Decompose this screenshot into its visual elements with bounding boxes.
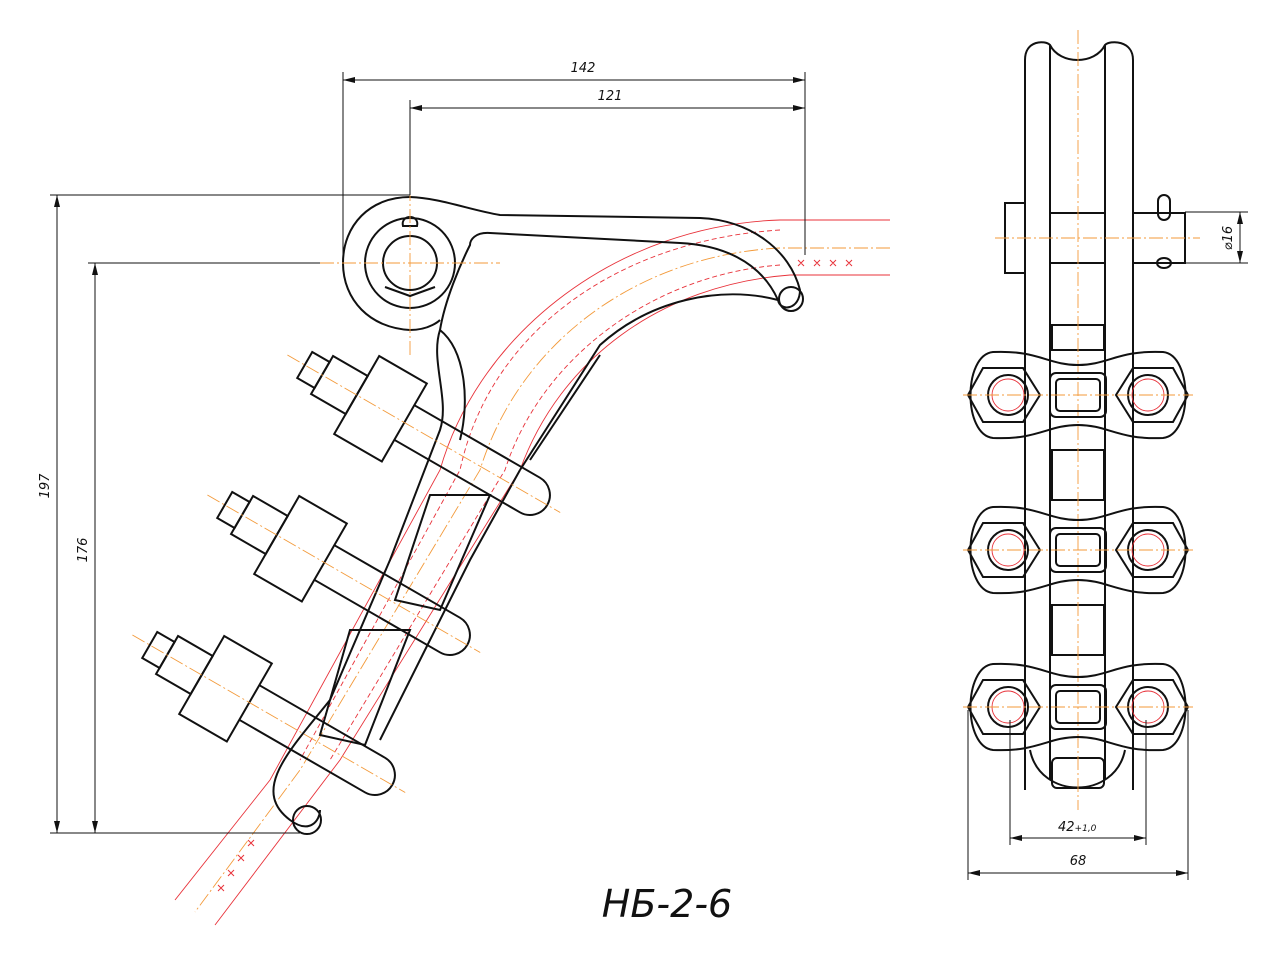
lower-hook — [292, 805, 322, 835]
clamp-1 — [287, 350, 561, 516]
front-clamp-3 — [963, 662, 1193, 752]
dim-42: 42+1,0 — [1058, 820, 1097, 835]
body-arm — [409, 196, 802, 441]
dim-68: 68 — [1070, 854, 1087, 869]
clamp-3 — [132, 630, 406, 796]
dim-d16: ⌀16 — [1221, 226, 1236, 250]
side-view — [132, 165, 890, 926]
front-dimensions: 42+1,0 68 ⌀16 — [967, 211, 1248, 880]
cable-cross-marks — [217, 259, 853, 892]
dim-142: 142 — [571, 61, 596, 76]
drawing-title: НБ-2-6 — [602, 882, 732, 926]
clamp-2 — [207, 490, 481, 656]
side-dimensions: 142 121 197 176 — [38, 61, 806, 834]
dim-197: 197 — [38, 473, 53, 499]
front-clamp-1 — [963, 350, 1193, 440]
front-clamp-2 — [963, 505, 1193, 595]
dim-176: 176 — [76, 538, 91, 563]
cable — [174, 219, 890, 926]
dim-121: 121 — [598, 89, 623, 104]
hook-end — [778, 286, 804, 312]
front-view — [963, 30, 1200, 810]
eye-ring — [341, 196, 456, 332]
